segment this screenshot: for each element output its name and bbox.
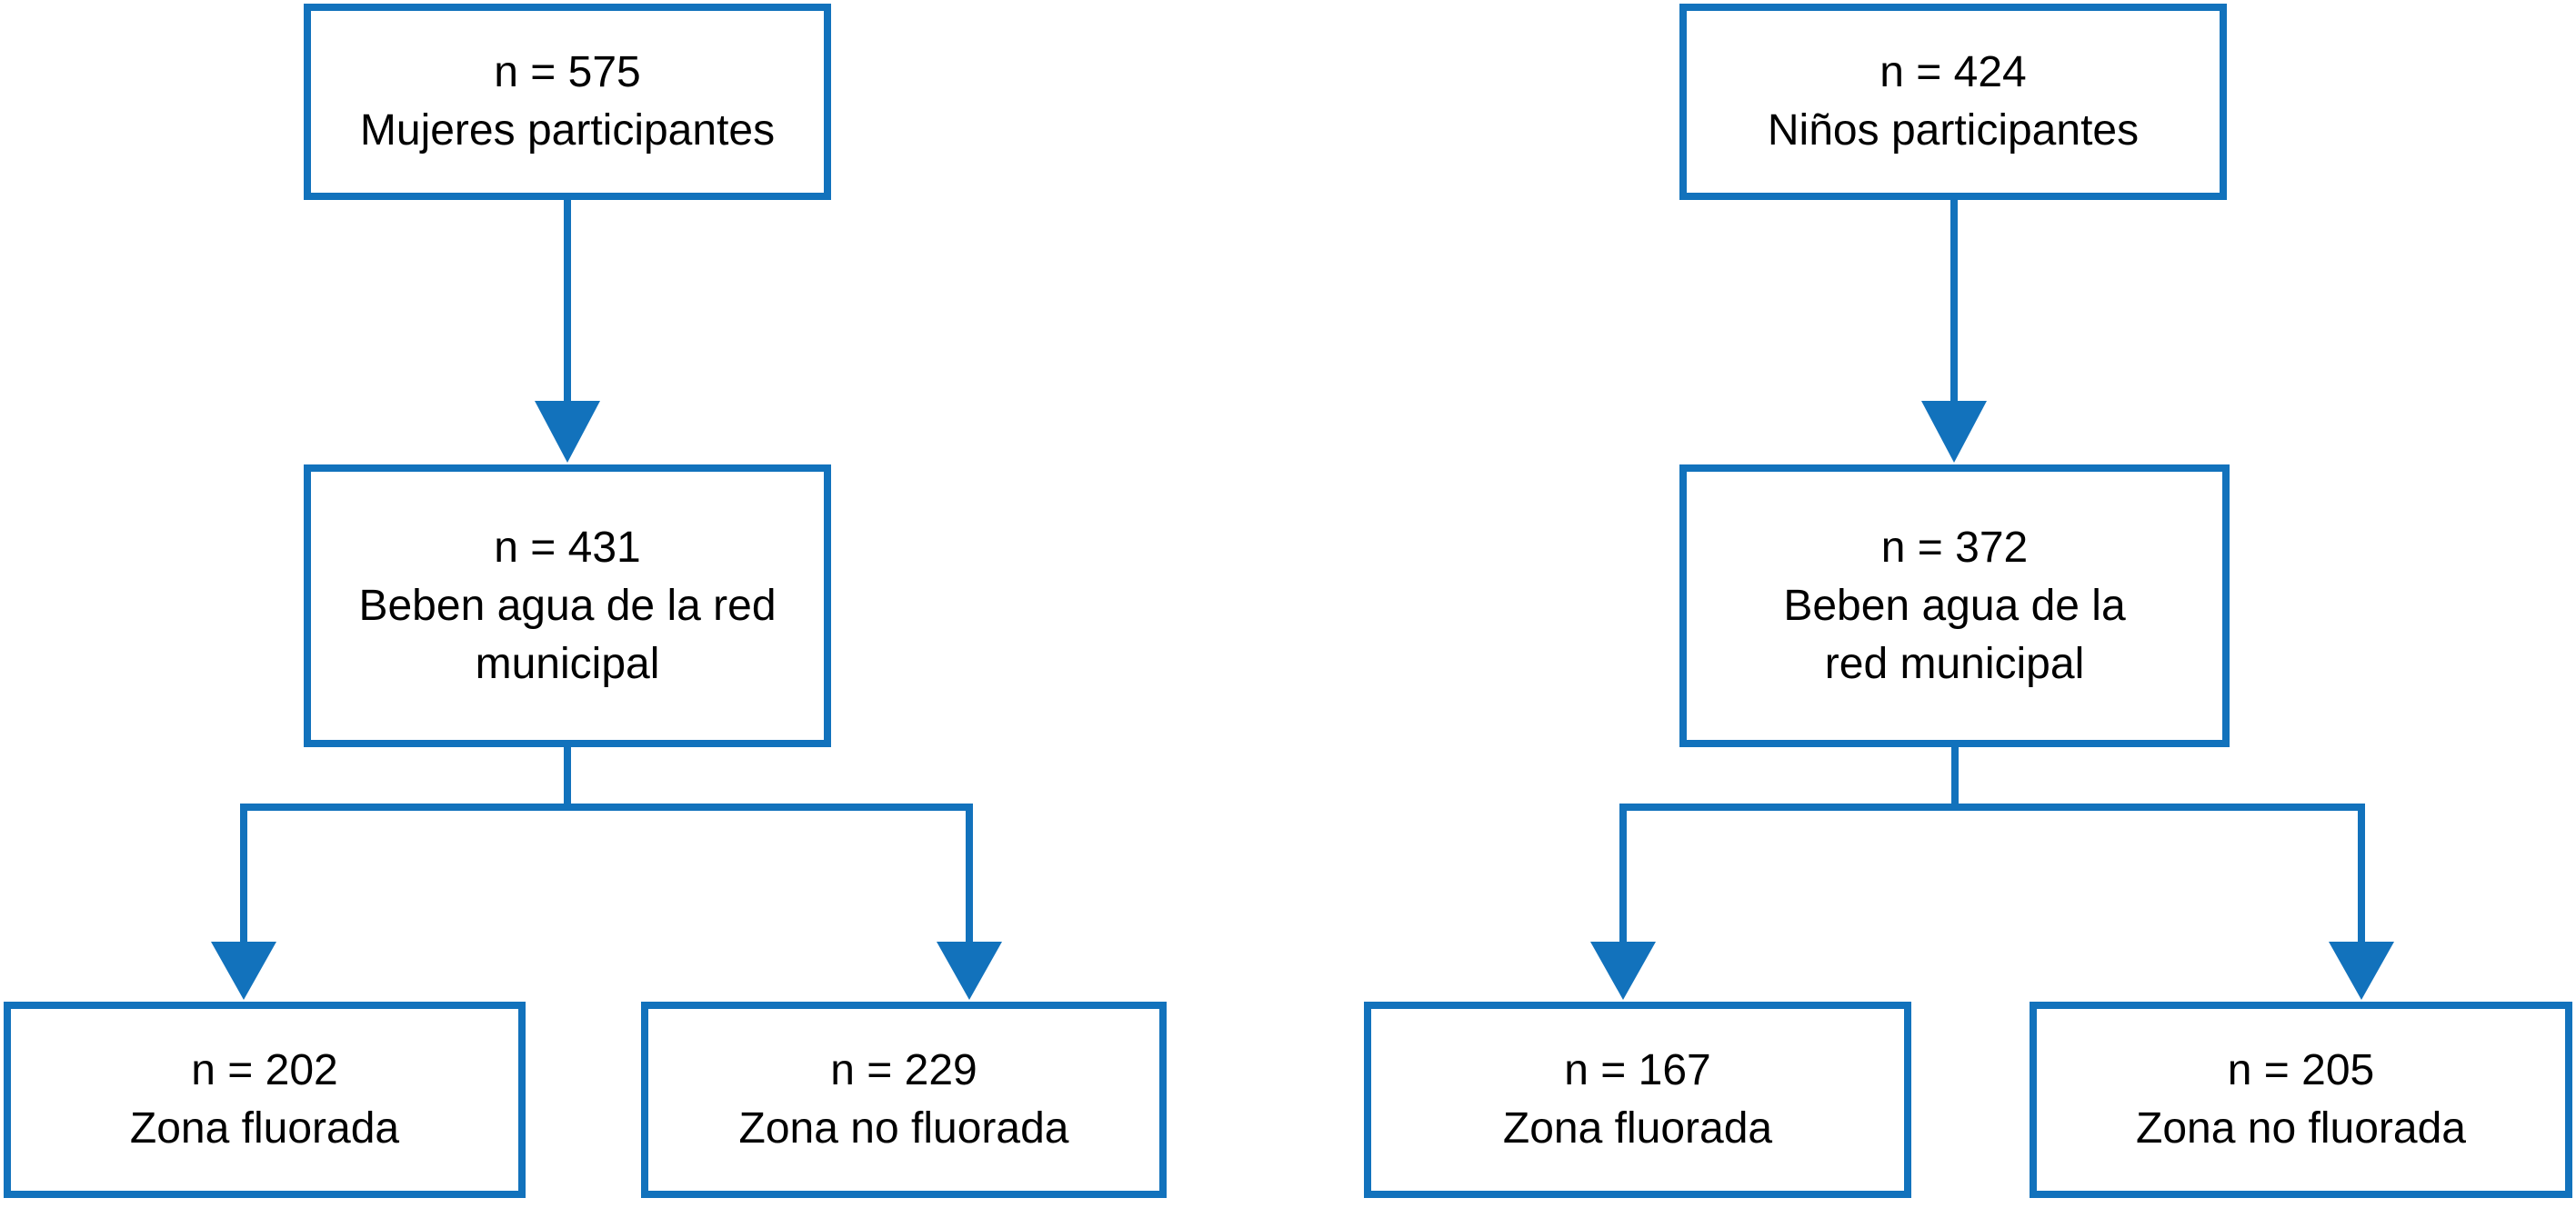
node-women-fluoridated-zone: n = 202 Zona fluorada	[4, 1002, 526, 1198]
arrowhead-down-icon	[1921, 401, 1987, 463]
node-label: Mujeres participantes	[359, 106, 776, 155]
arrowhead-down-icon	[535, 401, 600, 463]
node-label: Beben agua de la red	[358, 581, 777, 630]
node-children-total: n = 424 Niños participantes	[1679, 4, 2227, 200]
arrowhead-down-icon	[211, 942, 276, 1000]
node-count: n = 431	[494, 523, 641, 572]
arrowhead-down-icon	[2329, 942, 2394, 1000]
node-label: red municipal	[1824, 639, 2085, 688]
node-label: Zona fluorada	[1502, 1104, 1773, 1153]
node-label: Zona no fluorada	[738, 1104, 1069, 1153]
node-count: n = 229	[830, 1046, 977, 1094]
node-count: n = 424	[1879, 48, 2027, 96]
node-women-nonfluoridated-zone: n = 229 Zona no fluorada	[641, 1002, 1167, 1198]
arrowhead-down-icon	[1590, 942, 1656, 1000]
node-count: n = 575	[494, 48, 641, 96]
arrowhead-down-icon	[937, 942, 1002, 1000]
node-label: municipal	[475, 639, 660, 688]
node-children-nonfluoridated-zone: n = 205 Zona no fluorada	[2030, 1002, 2572, 1198]
node-count: n = 372	[1880, 523, 2029, 572]
node-label: Zona no fluorada	[2136, 1104, 2466, 1153]
connector-line	[1619, 804, 2365, 945]
node-label: Niños participantes	[1767, 106, 2140, 155]
node-women-municipal-water: n = 431 Beben agua de la red municipal	[304, 464, 831, 747]
connector-line	[240, 804, 973, 945]
node-women-total: n = 575 Mujeres participantes	[304, 4, 831, 200]
node-children-fluoridated-zone: n = 167 Zona fluorada	[1364, 1002, 1911, 1198]
node-count: n = 202	[191, 1046, 338, 1094]
node-count: n = 167	[1564, 1046, 1711, 1094]
node-label: Zona fluorada	[129, 1104, 400, 1153]
node-count: n = 205	[2227, 1046, 2375, 1094]
node-children-municipal-water: n = 372 Beben agua de la red municipal	[1679, 464, 2230, 747]
node-label: Beben agua de la	[1783, 581, 2126, 630]
